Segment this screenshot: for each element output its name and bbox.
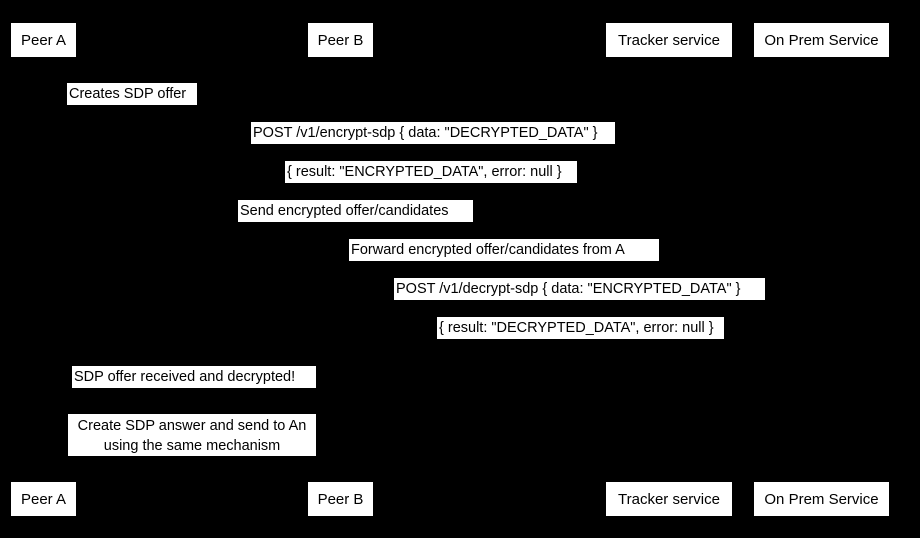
message-arrow-4-send-encrypted-offer — [43, 221, 670, 227]
message-arrow-2-encrypt-request — [43, 143, 822, 149]
participant-header-on-prem-service[interactable]: On Prem Service — [753, 22, 890, 58]
participant-header-peer-a[interactable]: Peer A — [10, 22, 77, 58]
lifeline-on-prem — [821, 58, 822, 481]
message-label-create-sdp-answer-line-1: Create SDP answer and send to An — [77, 418, 307, 434]
message-label-create-sdp-answer-line-2: using the same mechanism — [103, 438, 281, 454]
message-label-encrypt-sdp-request: POST /v1/encrypt-sdp { data: "DECRYPTED_… — [251, 122, 615, 144]
message-label-sdp-offer-received: SDP offer received and decrypted! — [72, 366, 316, 388]
message-arrow-6-decrypt-request — [340, 299, 822, 305]
message-arrow-1-self-peer-a — [43, 86, 68, 110]
lifeline-peer-a — [43, 58, 44, 481]
message-label-creates-sdp-offer: Creates SDP offer — [67, 83, 197, 105]
message-arrow-8-offer-received — [42, 387, 340, 393]
participant-footer-peer-b[interactable]: Peer B — [307, 481, 374, 517]
message-label-create-sdp-answer: Create SDP answer and send to An using t… — [68, 414, 316, 456]
participant-footer-tracker-service[interactable]: Tracker service — [605, 481, 733, 517]
participant-footer-peer-a[interactable]: Peer A — [10, 481, 77, 517]
lifeline-tracker — [669, 58, 670, 481]
participant-header-peer-b[interactable]: Peer B — [307, 22, 374, 58]
message-label-encrypt-sdp-response: { result: "ENCRYPTED_DATA", error: null … — [285, 161, 577, 183]
message-label-forward-encrypted-offer: Forward encrypted offer/candidates from … — [349, 239, 659, 261]
message-arrow-9-self-peer-a — [43, 417, 68, 461]
message-arrow-7-decrypt-response — [339, 338, 821, 344]
participant-header-tracker-service[interactable]: Tracker service — [605, 22, 733, 58]
lifeline-peer-b — [340, 58, 341, 481]
message-label-decrypt-sdp-request: POST /v1/decrypt-sdp { data: "ENCRYPTED_… — [394, 278, 765, 300]
message-label-send-encrypted-offer: Send encrypted offer/candidates — [238, 200, 473, 222]
participant-footer-on-prem-service[interactable]: On Prem Service — [753, 481, 890, 517]
message-arrow-5-forward-encrypted-offer — [339, 260, 669, 266]
message-label-decrypt-sdp-response: { result: "DECRYPTED_DATA", error: null … — [437, 317, 724, 339]
message-arrow-3-encrypt-response — [42, 182, 821, 188]
